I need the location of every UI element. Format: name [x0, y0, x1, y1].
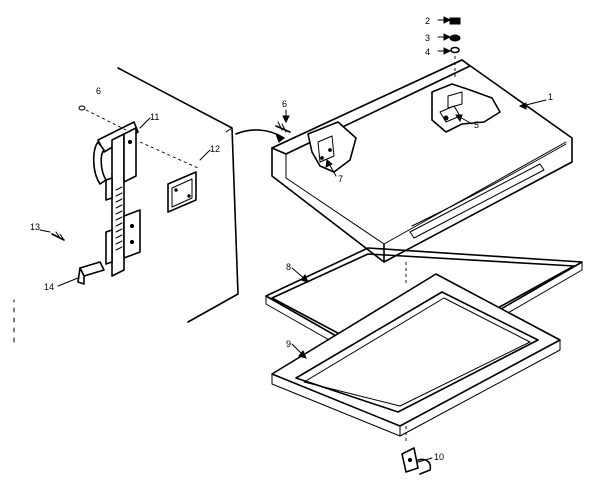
door-hinge-assembly: [92, 121, 141, 277]
callout-9: 9: [286, 339, 291, 349]
latch: [401, 447, 432, 475]
callout-13: 13: [30, 222, 40, 232]
top-panel: [271, 59, 573, 263]
screw-left: [78, 105, 199, 169]
callout-3: 3: [425, 33, 430, 43]
callout-6-left: 6: [96, 86, 101, 96]
callout-4: 4: [425, 47, 430, 57]
callout-6-top: 6: [282, 99, 287, 109]
callout-labels: 1 2 3 4 5 6 6 7 8 9 10 11 12 13 14: [30, 16, 553, 462]
screw-top: [275, 121, 291, 133]
callout-11: 11: [150, 112, 159, 122]
cabinet-side-panel: [13, 67, 239, 343]
callout-10: 10: [434, 452, 444, 462]
callout-14: 14: [44, 282, 54, 292]
hardware-stack: [449, 17, 461, 78]
callout-1: 1: [548, 92, 553, 102]
callout-2: 2: [425, 16, 430, 26]
callout-7: 7: [338, 174, 343, 184]
callout-12: 12: [210, 144, 220, 154]
trim-frame: [271, 273, 561, 437]
leader-lines: [39, 16, 547, 463]
callout-8: 8: [286, 262, 291, 272]
bracket-14: [77, 261, 105, 285]
callout-5: 5: [474, 120, 479, 130]
mounting-plate: [167, 171, 197, 213]
pin-13: [51, 231, 65, 241]
assembly-arrow: [235, 129, 285, 143]
